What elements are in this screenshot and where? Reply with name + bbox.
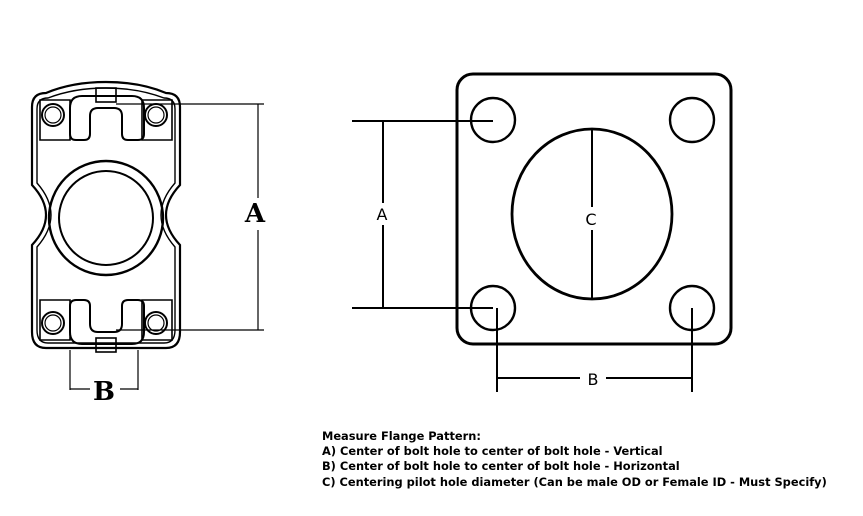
pilot-hole — [510, 127, 674, 301]
center-bore-inner — [58, 170, 154, 266]
face-dimension-b — [496, 308, 693, 392]
bolt-hole-top-right — [668, 96, 716, 144]
measurement-notes: Measure Flange Pattern: A) Center of bol… — [322, 429, 827, 490]
top-ears — [39, 87, 173, 141]
square-flange-outline — [455, 72, 733, 346]
flange-body-outline — [30, 80, 182, 350]
bottom-right-bolt-hole — [144, 311, 168, 335]
note-line-b: B) Center of bolt hole to center of bolt… — [322, 459, 680, 474]
face-view-flange — [352, 72, 733, 392]
top-left-bolt-hole — [41, 103, 65, 127]
face-dimension-a — [352, 120, 493, 309]
center-bore-outer — [47, 159, 165, 277]
face-label-a: A — [377, 205, 388, 224]
bottom-ears — [39, 299, 173, 353]
side-label-a: A — [244, 199, 266, 229]
side-dimension-b — [69, 350, 139, 390]
face-label-b: B — [588, 370, 599, 389]
side-view-flange — [30, 80, 264, 390]
face-label-c: C — [585, 210, 596, 229]
bottom-left-bolt-hole — [41, 311, 65, 335]
side-dimension-a — [116, 103, 264, 331]
note-line-c: C) Centering pilot hole diameter (Can be… — [322, 474, 827, 489]
side-label-b: B — [93, 377, 115, 407]
note-line-a: A) Center of bolt hole to center of bolt… — [322, 444, 663, 459]
notes-heading: Measure Flange Pattern: — [322, 429, 481, 443]
